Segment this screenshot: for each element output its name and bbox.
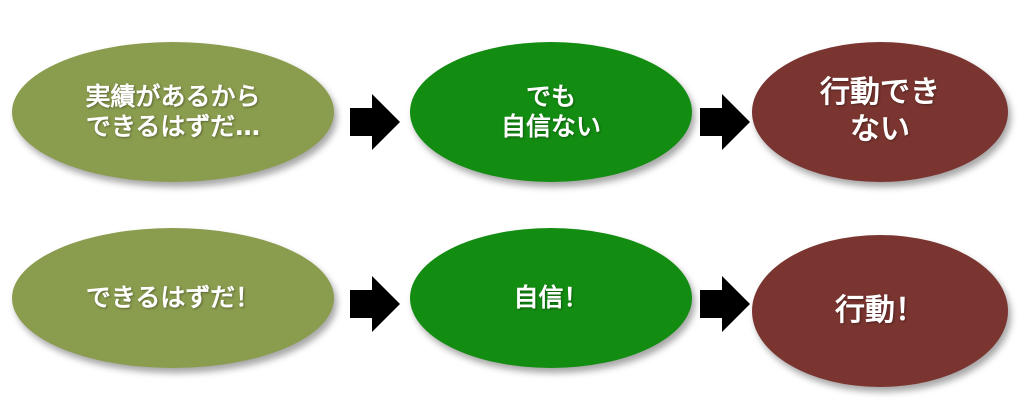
right-arrow-icon <box>700 94 750 150</box>
row1-step2-ellipse: でも 自信ない <box>410 42 692 182</box>
row2-step1-text: できるはずだ！ <box>85 282 261 312</box>
row2-step2-ellipse: 自信！ <box>410 228 692 368</box>
right-arrow-icon <box>350 276 400 332</box>
right-arrow-icon <box>700 276 750 332</box>
row2-step3-text: 行動！ <box>835 292 925 328</box>
row1-step2-text: でも 自信ない <box>500 81 601 142</box>
row1-step3-text: 行動でき ない <box>820 75 940 147</box>
row2-step2-text: 自信！ <box>513 282 589 312</box>
row1-step1-text: 実績があるから できるはずだ… <box>85 81 261 142</box>
row1-step3-ellipse: 行動でき ない <box>752 42 1008 182</box>
right-arrow-icon <box>350 94 400 150</box>
row2-step1-ellipse: できるはずだ！ <box>12 228 334 368</box>
row1-step1-ellipse: 実績があるから できるはずだ… <box>12 42 334 182</box>
row2-step3-ellipse: 行動！ <box>752 235 1008 387</box>
